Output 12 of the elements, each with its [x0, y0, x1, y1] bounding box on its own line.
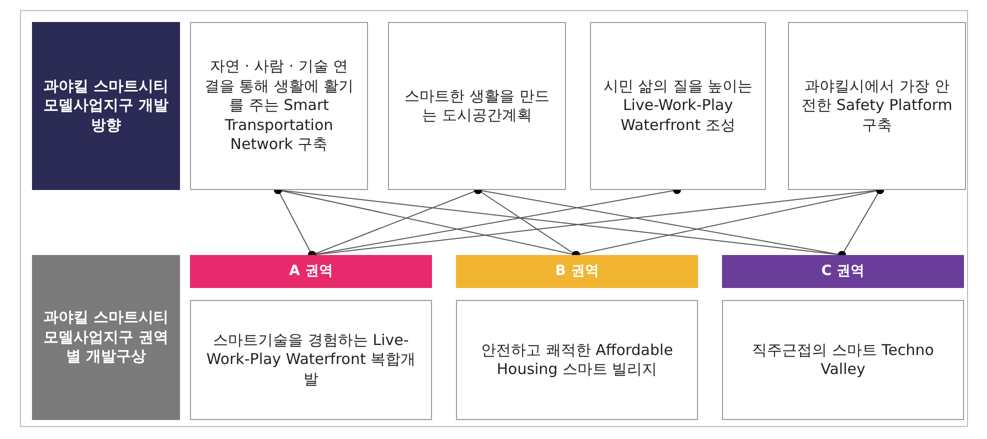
heading-box: 과야킬 스마트시티 모델사업지구 권역별 개발구상 [32, 255, 180, 420]
text-box: 시민 삶의 질을 높이는 Live-Work-Play Waterfront 조성 [590, 22, 766, 190]
zone-bar: A 권역 [190, 255, 432, 288]
text-box: 안전하고 쾌적한 Affordable Housing 스마트 빌리지 [456, 300, 698, 420]
text-box: 스마트기술을 경험하는 Live-Work-Play Waterfront 복합개발 [190, 300, 432, 420]
heading-box: 과야킬 스마트시티 모델사업지구 개발방향 [32, 22, 180, 190]
text-box: 자연 · 사람 · 기술 연결을 통해 생활에 활기를 주는 Smart Transportation Network 구축 [190, 22, 368, 190]
zone-bar: B 권역 [456, 255, 698, 288]
text-box: 직주근접의 스마트 Techno Valley [722, 300, 964, 420]
zone-bar: C 권역 [722, 255, 964, 288]
text-box: 과야킬시에서 가장 안전한 Safety Platform 구축 [788, 22, 966, 190]
text-box: 스마트한 생활을 만드는 도시공간계획 [388, 22, 566, 190]
